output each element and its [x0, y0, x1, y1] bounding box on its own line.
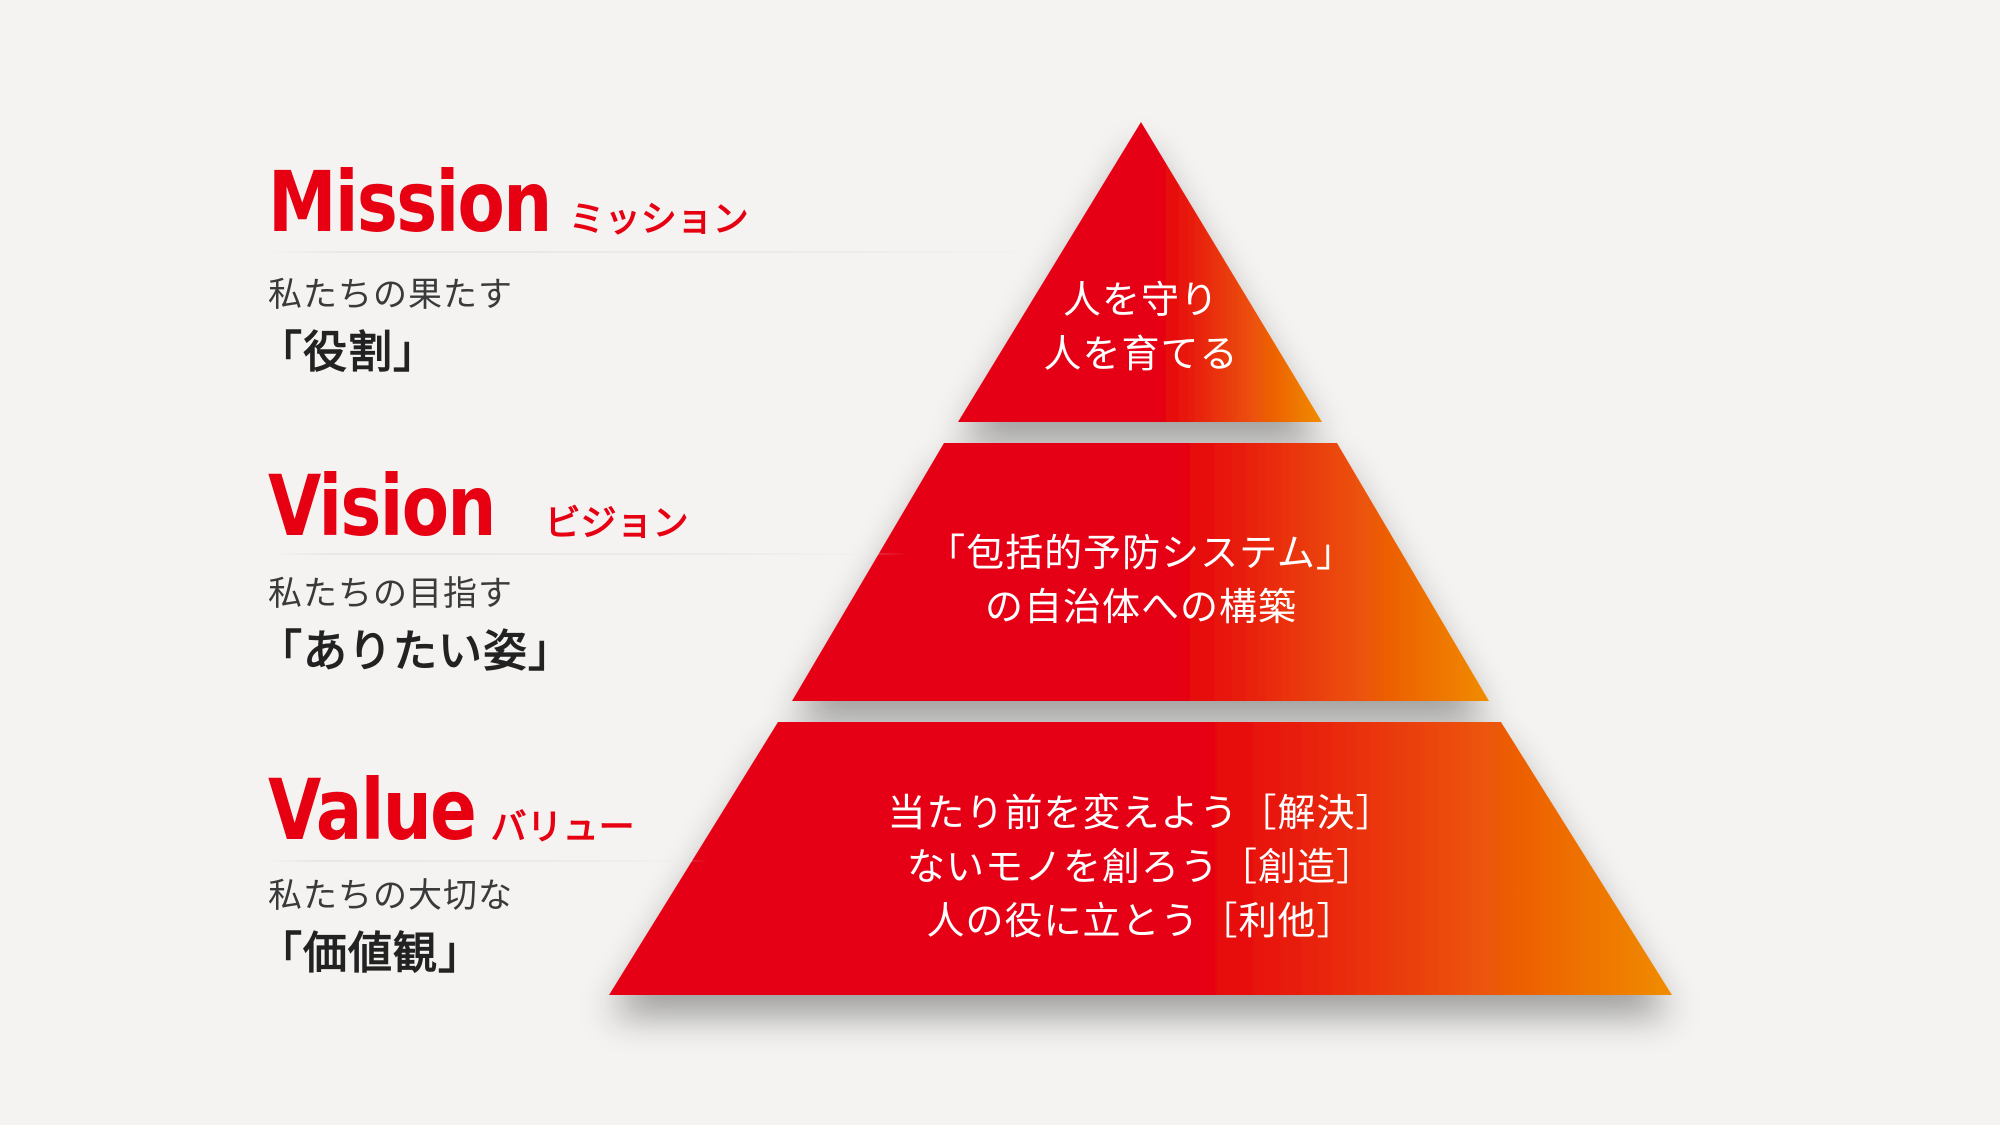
pyramid-line: の自治体への構築	[984, 585, 1297, 629]
pyramid-line: 当たり前を変えよう［解決］	[887, 791, 1395, 835]
pyramid-line: 人の役に立とう［利他］	[926, 899, 1356, 943]
label-value-subtitle: 私たちの大切な	[268, 876, 513, 916]
pyramid-tier-value	[609, 722, 1672, 995]
label-vision-divider	[268, 553, 908, 555]
pyramid-line: 「包括的予防システム」	[927, 531, 1355, 575]
pyramid-text-value: 当たり前を変えよう［解決］ ないモノを創ろう［創造］ 人の役に立とう［利他］	[887, 786, 1394, 948]
pyramid-line: 人を守り	[1062, 278, 1220, 322]
pyramid-text-vision: 「包括的予防システム」 の自治体への構築	[927, 526, 1355, 634]
label-value-divider	[268, 860, 708, 862]
label-mission-kana: ミッション	[568, 199, 749, 240]
label-vision-english: Vision	[268, 457, 496, 555]
label-vision-subtitle: 私たちの目指す	[268, 574, 513, 614]
pyramid-text-mission: 人を守り 人を育てる	[1043, 273, 1238, 381]
label-mission-heading: Mission ミッション	[268, 160, 749, 244]
label-mission-subtitle: 私たちの果たす	[268, 275, 513, 315]
label-value-title: 「価値観」	[258, 928, 483, 979]
pyramid-tier-vision	[792, 443, 1489, 701]
label-vision-heading: Vision ビジョン	[268, 464, 689, 548]
label-value-english: Value	[268, 761, 477, 859]
label-value: Value バリュー	[268, 768, 635, 852]
label-mission-title: 「役割」	[258, 327, 438, 378]
pyramid-line: ないモノを創ろう［創造］	[906, 845, 1376, 889]
label-vision: Vision ビジョン	[268, 464, 689, 548]
pyramid-tier-mission	[958, 122, 1322, 422]
label-mission: Mission ミッション	[268, 160, 749, 244]
label-value-kana: バリュー	[490, 807, 635, 848]
pyramid-line: 人を育てる	[1043, 332, 1239, 376]
label-mission-english: Mission	[268, 153, 552, 251]
label-mission-divider	[268, 251, 1058, 253]
label-vision-title: 「ありたい姿」	[258, 626, 573, 677]
label-vision-kana: ビジョン	[544, 503, 689, 544]
label-value-heading: Value バリュー	[268, 768, 635, 852]
